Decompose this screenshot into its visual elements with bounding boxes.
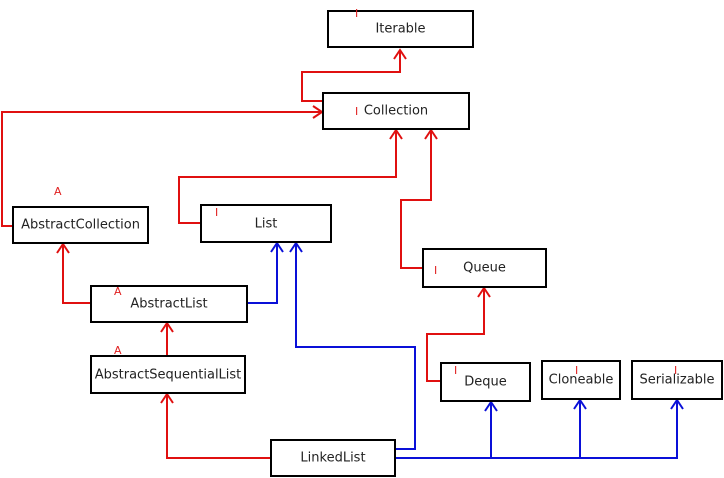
arrowhead-abstractcollection — [56, 242, 70, 254]
node-label: AbstractList — [130, 296, 208, 312]
iterable-node: I Iterable — [327, 7, 474, 48]
cloneable-node: I Cloneable — [541, 360, 621, 400]
edge-abstractlist-to-abstractcollection — [62, 244, 90, 304]
edge-abstractcollection-to-collection — [1, 111, 322, 227]
linked-list-node: LinkedList — [270, 439, 396, 477]
arrowhead-collection-list — [389, 128, 403, 140]
abstract-list-node: A AbstractList — [90, 285, 248, 323]
edge-abstractlist-to-list — [248, 243, 278, 304]
arrowhead-cloneable — [573, 398, 587, 410]
node-label: Iterable — [375, 21, 426, 37]
node-label: Serializable — [639, 372, 715, 388]
abstract-sequential-list-node: A AbstractSequentialList — [90, 345, 246, 394]
edge-queue-to-collection — [400, 130, 432, 269]
arrowhead-iterable — [393, 48, 407, 60]
arrowhead-list-abstractlist — [270, 241, 284, 253]
arrowhead-collection-queue — [424, 128, 438, 140]
edge-deque-to-queue — [426, 288, 485, 382]
interface-marker: I — [215, 206, 219, 219]
node-label: AbstractSequentialList — [94, 367, 242, 382]
interface-marker: I — [454, 364, 458, 377]
serializable-node: I Serializable — [631, 360, 723, 400]
interface-marker: I — [355, 105, 359, 118]
arrowhead-abstractlist — [160, 321, 174, 333]
interface-marker: I — [674, 364, 678, 377]
collection-node: I Collection — [322, 92, 470, 130]
interface-marker: I — [434, 264, 438, 277]
arrowhead-list-linkedlist — [289, 241, 303, 253]
abstract-marker: A — [114, 285, 122, 298]
node-label: Collection — [363, 103, 429, 119]
edge-collection-to-iterable — [301, 50, 401, 102]
node-label: Queue — [463, 260, 506, 276]
arrowhead-queue — [477, 286, 491, 298]
interface-marker: I — [355, 7, 359, 20]
arrowhead-serializable — [670, 398, 684, 410]
list-node: I List — [200, 204, 332, 243]
node-label: AbstractCollection — [21, 217, 140, 233]
arrowhead-deque — [484, 400, 498, 412]
abstract-collection-node: A AbstractCollection — [12, 186, 149, 244]
edge-list-to-collection — [178, 130, 397, 224]
abstract-marker: A — [54, 185, 62, 198]
edge-linkedlist-to-abstractsequentiallist — [166, 394, 270, 459]
edge-linkedlist-to-list — [295, 243, 416, 450]
interface-marker: I — [575, 364, 579, 377]
deque-node: I Deque — [440, 362, 531, 402]
abstract-marker: A — [114, 344, 122, 357]
node-label: Deque — [464, 374, 507, 390]
edge-linkedlist-to-interfaces — [396, 400, 678, 459]
node-label: List — [254, 216, 278, 231]
node-label: Cloneable — [548, 372, 614, 388]
queue-node: I Queue — [422, 248, 547, 288]
arrowhead-abstractsequentiallist — [160, 392, 174, 404]
node-label: LinkedList — [300, 450, 366, 466]
